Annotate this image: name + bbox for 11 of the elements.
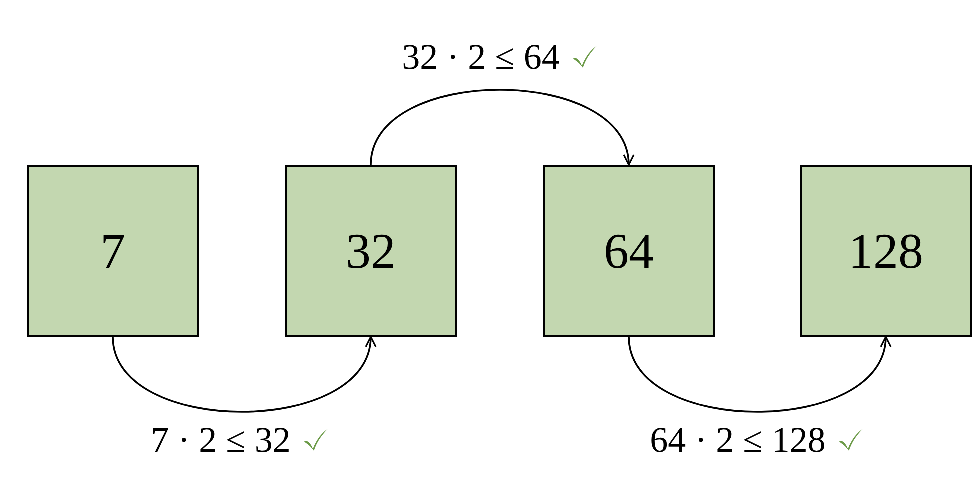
number-box	[27, 165, 199, 337]
number-label: 32	[346, 226, 396, 276]
number-label: 7	[100, 226, 126, 276]
number-label: 64	[604, 226, 654, 276]
number-label: 128	[848, 226, 924, 276]
number-box	[543, 165, 715, 337]
curved-arrow	[370, 89, 633, 166]
curved-arrow	[628, 336, 890, 413]
number-box	[285, 165, 457, 337]
number-box	[800, 165, 972, 337]
curved-arrow	[112, 336, 375, 413]
